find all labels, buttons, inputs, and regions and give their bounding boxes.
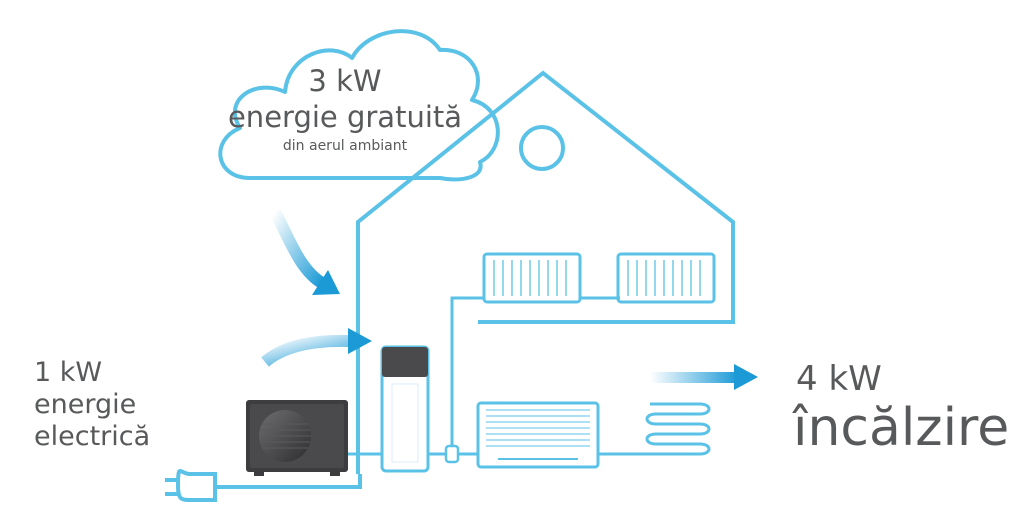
electric-line2: electrică: [34, 420, 151, 452]
cloud-icon: [218, 29, 500, 182]
plug-icon: [165, 469, 362, 502]
electric-line1: energie: [34, 388, 137, 420]
arrow-icon: [261, 328, 372, 367]
cloud-title: energie gratuită: [227, 100, 463, 134]
house-icon: [356, 70, 735, 474]
electric-value: 1 kW: [34, 357, 103, 388]
cloud-subtitle: din aerul ambiant: [282, 138, 408, 154]
fan-coil-icon: [476, 401, 600, 469]
cloud-value: 3 kW: [308, 64, 382, 98]
outdoor-unit-icon: [246, 400, 348, 476]
output-title: încălzire: [793, 398, 1010, 458]
radiator-icon: [616, 252, 716, 304]
valve-icon: [444, 444, 460, 464]
cloud-label: 3 kW energie gratuită din aerul ambiant: [220, 64, 470, 154]
arrow-icon: [650, 364, 758, 390]
radiator-icon: [482, 252, 582, 304]
electric-label: 1 kW energie electrică: [34, 357, 150, 453]
output-value: 4 kW: [796, 359, 882, 399]
underfloor-coil-icon: [645, 402, 711, 456]
tank-icon: [380, 345, 430, 473]
arrow-icon: [269, 209, 340, 295]
